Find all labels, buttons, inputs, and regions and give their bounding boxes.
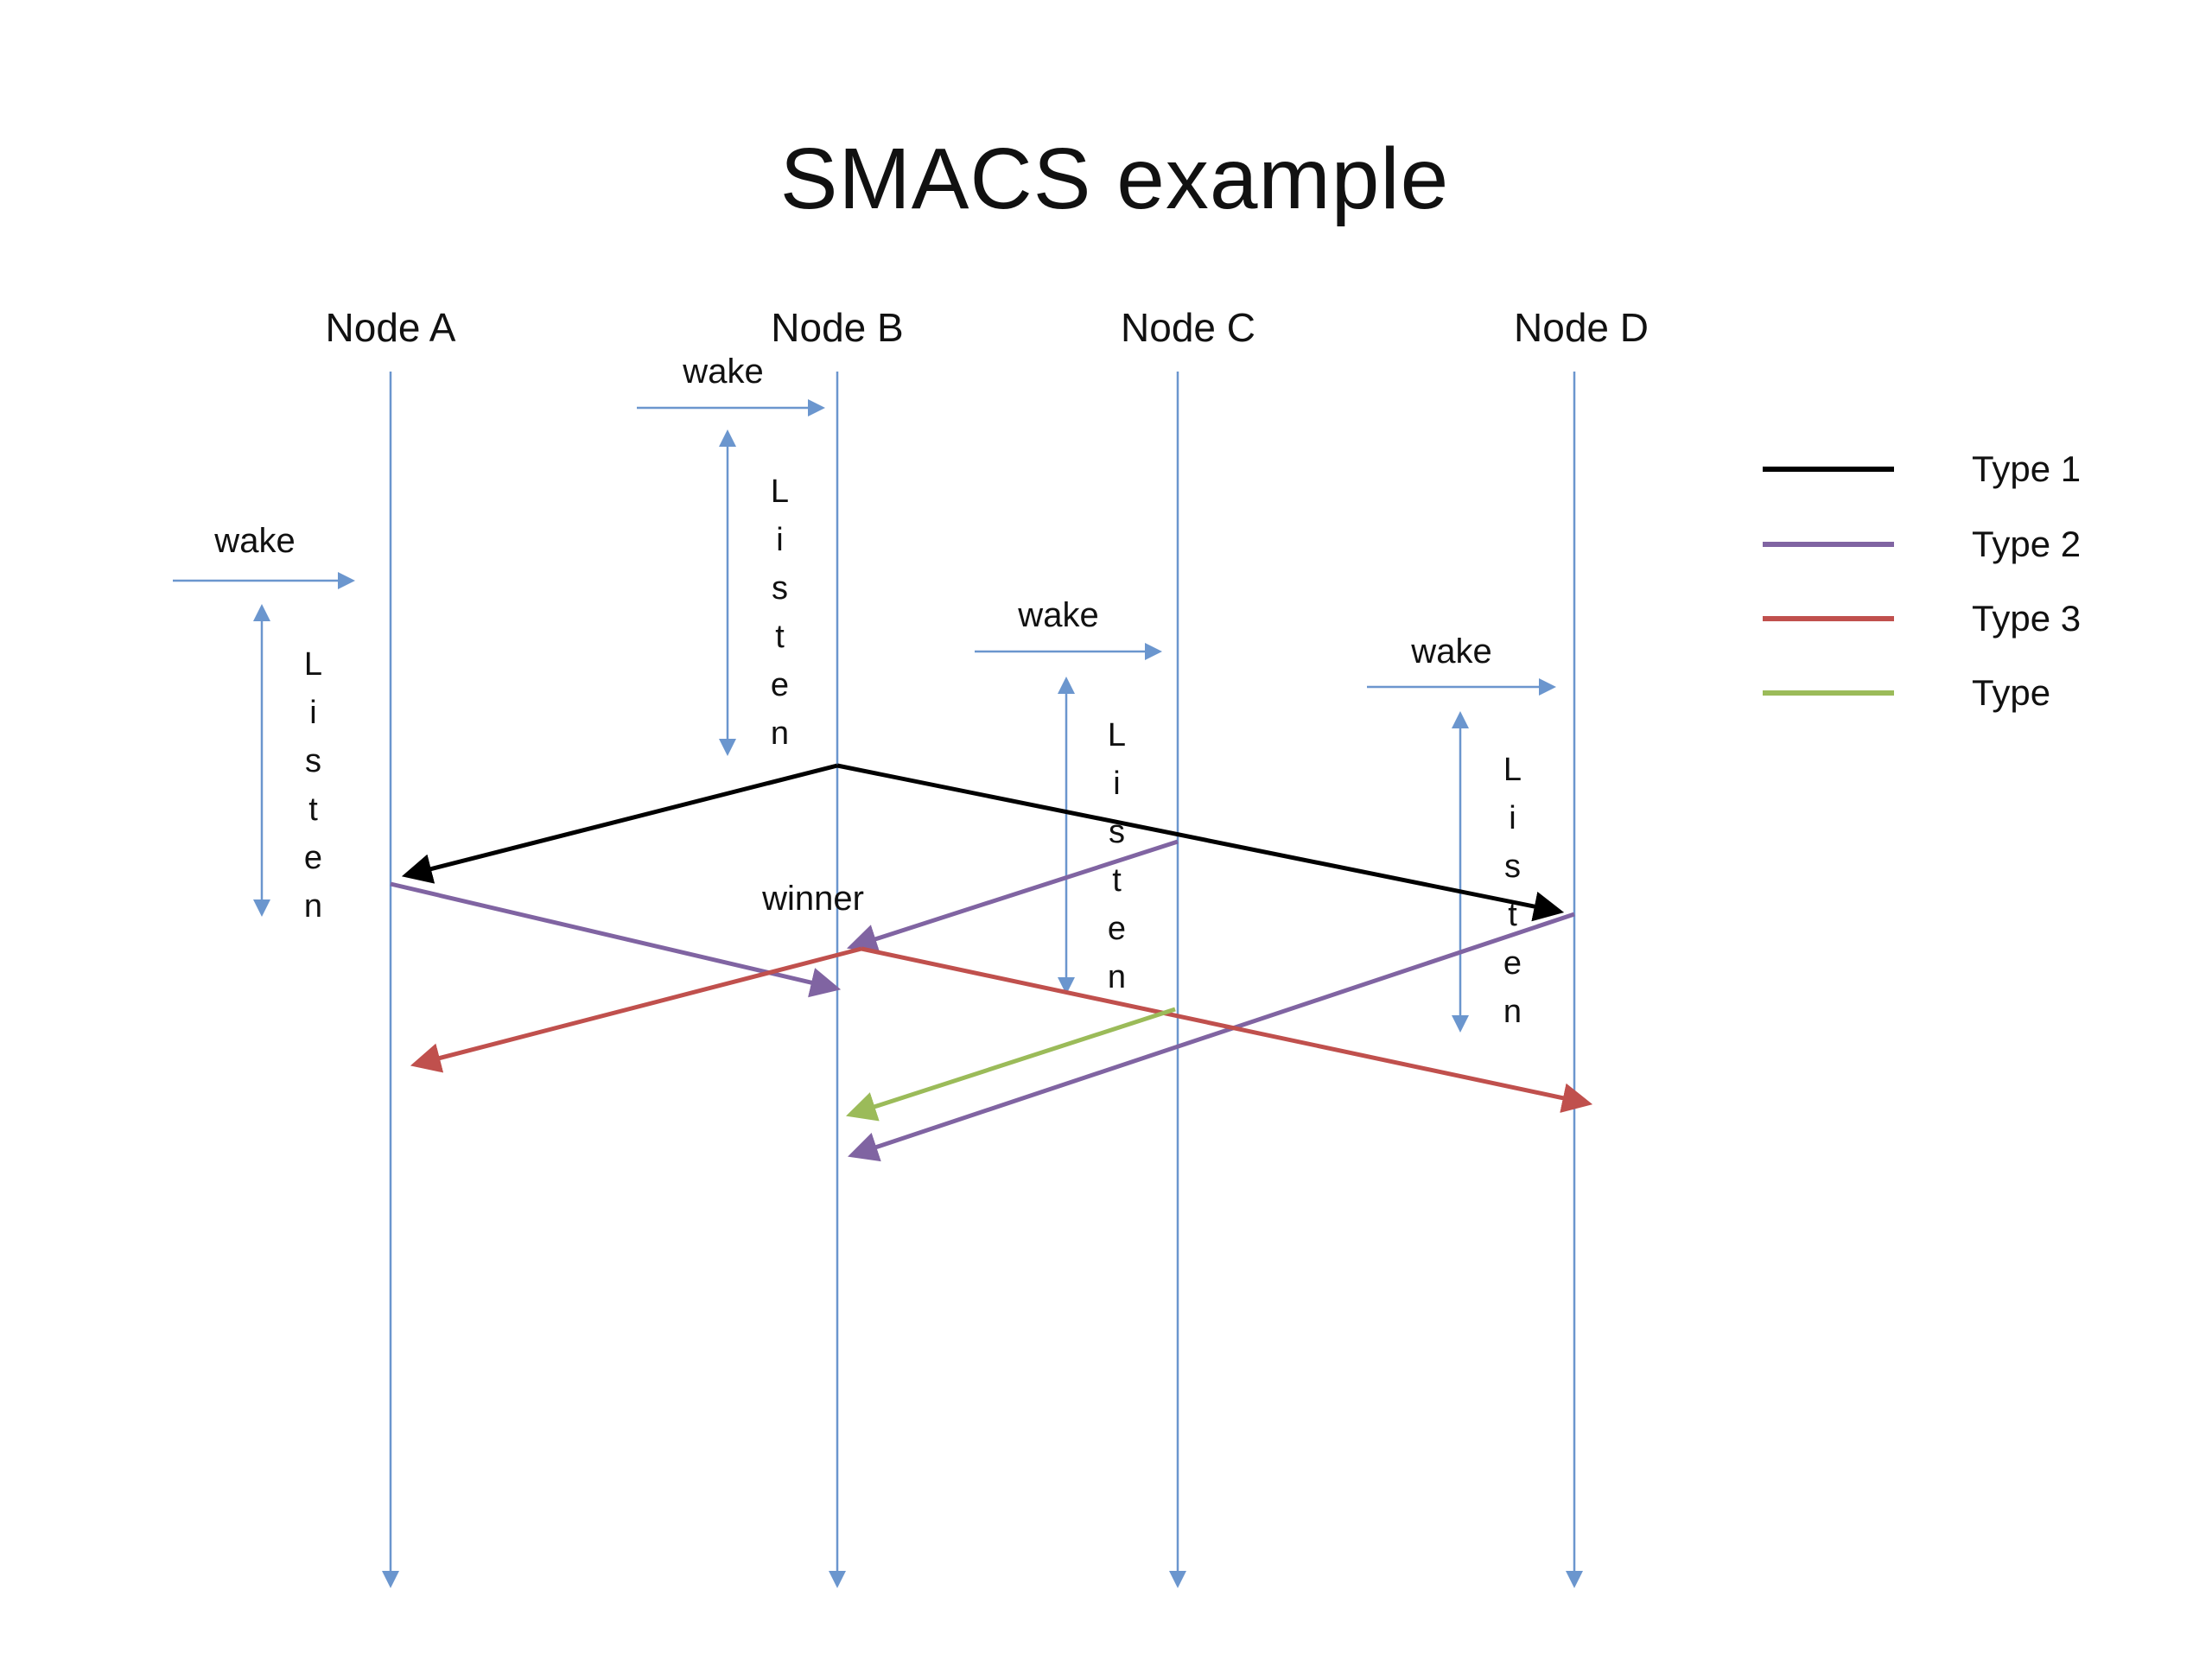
msg-type2-d-to-b <box>848 912 1575 1162</box>
node-a-label: Node A <box>325 305 456 350</box>
msg-type3-b-to-a <box>410 946 862 1073</box>
listen-label-node-c: Listen <box>1098 717 1135 1007</box>
wake-label-node-b: wake <box>683 353 764 391</box>
winner-label: winner <box>762 880 864 918</box>
wake-label-node-c: wake <box>1018 596 1099 634</box>
msg-type2-c-to-b <box>847 839 1179 954</box>
listen-label-node-b: Listen <box>761 474 798 764</box>
msg-type2-a-to-b <box>390 881 842 998</box>
node-d-label: Node D <box>1514 305 1649 350</box>
listen-label-node-d: Listen <box>1494 752 1531 1042</box>
wake-label-node-d: wake <box>1411 632 1492 671</box>
node-b-label: Node B <box>771 305 904 350</box>
node-c-label: Node C <box>1121 305 1255 350</box>
msg-type4-c-to-b <box>846 1007 1176 1122</box>
listen-label-node-a: Listen <box>295 646 332 937</box>
wake-label-node-a: wake <box>214 522 296 560</box>
msg-type3-b-to-d <box>861 946 1593 1113</box>
page-title: SMACS example <box>779 130 1450 227</box>
legend-label-type4: Type <box>1972 672 2051 713</box>
legend-label-type3: Type 3 <box>1972 598 2082 639</box>
msg-type1-b-to-a <box>401 763 838 884</box>
legend-label-type1: Type 1 <box>1972 448 2082 489</box>
legend-label-type2: Type 2 <box>1972 524 2082 564</box>
msg-type1-b-to-d <box>836 763 1565 922</box>
